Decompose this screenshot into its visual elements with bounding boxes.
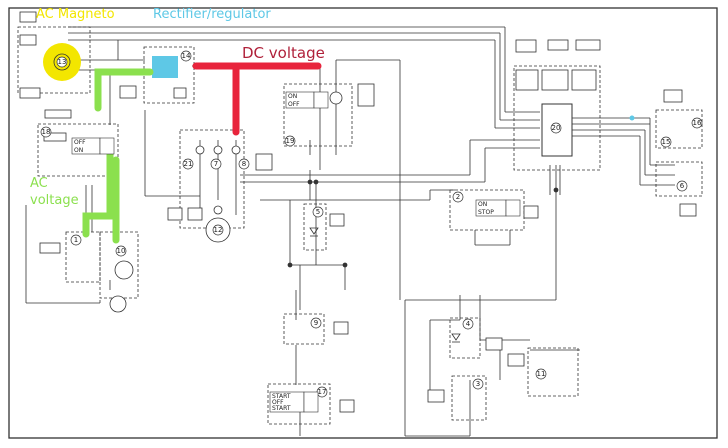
label-13: 13 [58,58,67,66]
diodes [309,227,461,343]
main-switch-off: OFF [74,139,86,146]
switch19-off: OFF [288,101,300,108]
label-4: 4 [466,320,471,328]
connectors [19,11,697,413]
ac-voltage-label-line1: AC [30,176,48,191]
ac-magneto-label: AC Magneto [36,7,115,22]
rectifier-marker [152,56,178,78]
label-5: 5 [316,208,320,216]
label-10: 10 [117,247,126,255]
label-11: 11 [537,370,546,378]
label-14: 14 [182,52,191,60]
label-9: 9 [314,319,318,327]
switch2-stop: STOP [478,209,494,216]
ac-voltage-path-top [94,68,154,112]
label-21: 21 [184,160,193,168]
diagram-frame [8,7,718,439]
label-3: 3 [476,380,480,388]
label-12: 12 [214,226,223,234]
label-15: 15 [662,138,671,146]
label-2: 2 [456,193,460,201]
switch17-start2: START [272,405,291,412]
label-1: 1 [74,236,78,244]
switch2-on: ON [478,201,487,208]
dc-voltage-label: DC voltage [242,44,325,62]
switch17-off: OFF [272,399,284,406]
switch19-on: ON [288,93,297,100]
signal-dot [629,115,635,121]
dc-voltage-path [192,62,322,136]
label-7: 7 [214,160,218,168]
rectifier-label: Rectifier/regulator [153,7,271,22]
switch17-start: START [272,393,291,400]
label-19: 19 [286,137,295,145]
label-20: 20 [552,124,561,132]
main-switch-on: ON [74,147,83,154]
label-16: 16 [693,119,702,127]
switch-tables [71,91,521,413]
component-outlines [17,26,703,425]
label-6: 6 [680,182,685,190]
label-8: 8 [242,160,246,168]
label-18: 18 [42,128,51,136]
ac-voltage-path-left [82,146,114,238]
ac-voltage-label-line2: voltage [30,193,79,208]
label-17: 17 [318,388,327,396]
